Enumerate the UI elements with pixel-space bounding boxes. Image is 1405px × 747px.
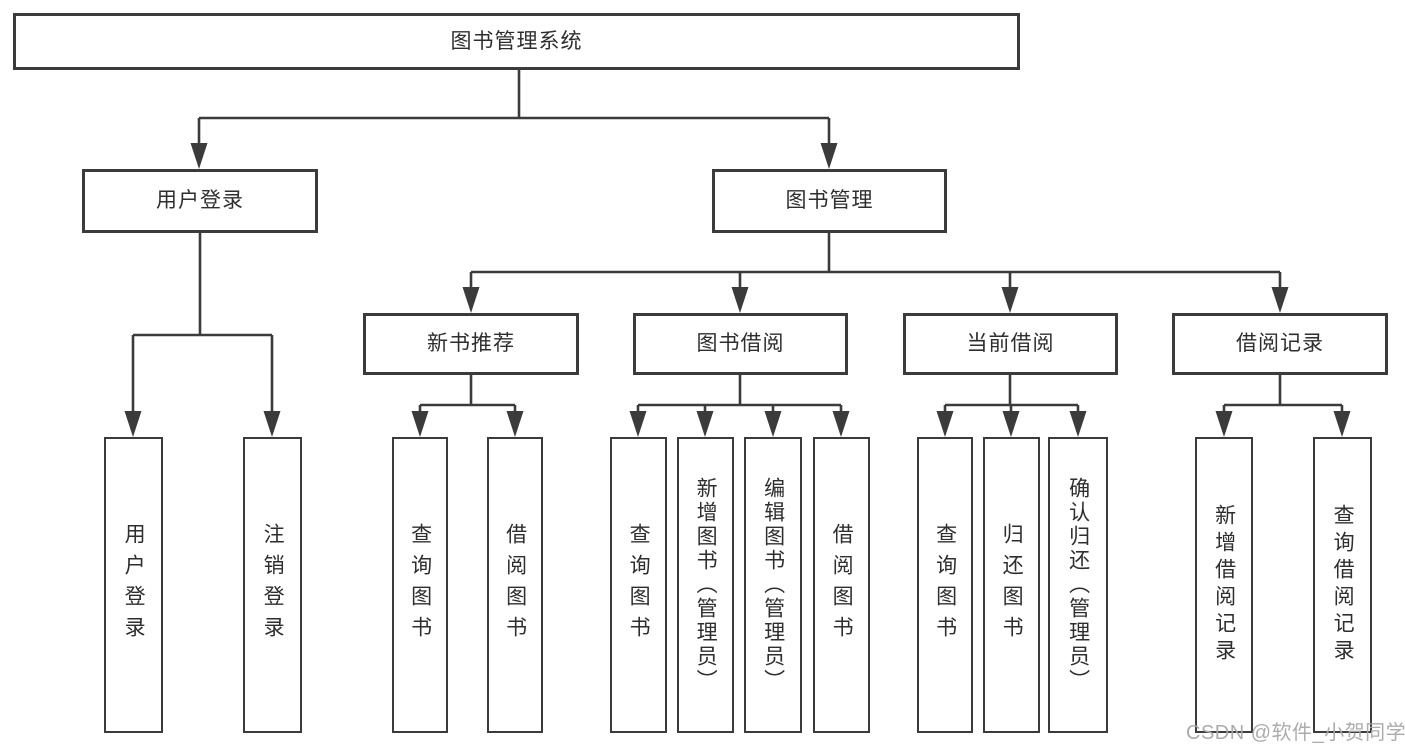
leaf-user-login: 用户登录 [104, 437, 163, 733]
leaf-query-books-current: 查询图书 [917, 437, 973, 733]
leaf-logout: 注销登录 [243, 437, 302, 733]
leaf-add-books-admin: 新增图书（管理员） [677, 437, 734, 733]
leaf-query-books-borrow: 查询图书 [610, 437, 667, 733]
leaf-edit-books-admin: 编辑图书（管理员） [744, 437, 802, 733]
leaf-query-borrow-record: 查询借阅记录 [1313, 437, 1372, 733]
root-node-library-system: 图书管理系统 [13, 13, 1020, 70]
node-new-book-recommendation: 新书推荐 [363, 313, 579, 375]
node-book-management: 图书管理 [712, 169, 947, 233]
node-user-login: 用户登录 [82, 169, 318, 233]
leaf-add-borrow-record: 新增借阅记录 [1195, 437, 1253, 733]
node-book-borrowing: 图书借阅 [633, 313, 848, 375]
node-current-borrowing: 当前借阅 [903, 313, 1118, 375]
leaf-borrow-books: 借阅图书 [813, 437, 870, 733]
leaf-query-books-recommend: 查询图书 [392, 437, 448, 733]
node-borrowing-records: 借阅记录 [1172, 313, 1388, 375]
leaf-return-books: 归还图书 [983, 437, 1040, 733]
leaf-confirm-return-admin: 确认归还（管理员） [1048, 437, 1108, 733]
leaf-borrow-books-recommend: 借阅图书 [487, 437, 543, 733]
csdn-watermark: CSDN @软件_小贺同学 [1186, 722, 1405, 744]
arrowhead-icons [124, 143, 1351, 437]
